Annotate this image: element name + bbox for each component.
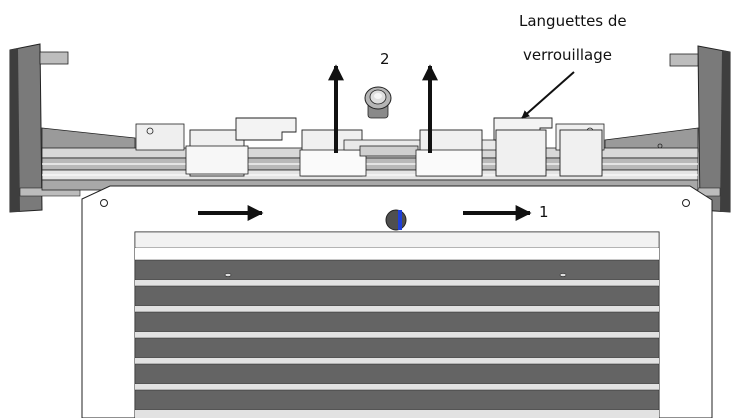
indicator-mark: [398, 210, 402, 230]
step-1-label: 1: [539, 203, 549, 221]
louver-grille: [134, 231, 660, 418]
knob-icon: [364, 86, 392, 119]
callout-label-line2: verrouillage: [523, 46, 612, 64]
locking-tabs: [135, 117, 605, 177]
callout-label-line1: Languettes de: [519, 12, 627, 30]
callout-leader: [521, 71, 575, 119]
step-2-label: 2: [380, 50, 390, 68]
